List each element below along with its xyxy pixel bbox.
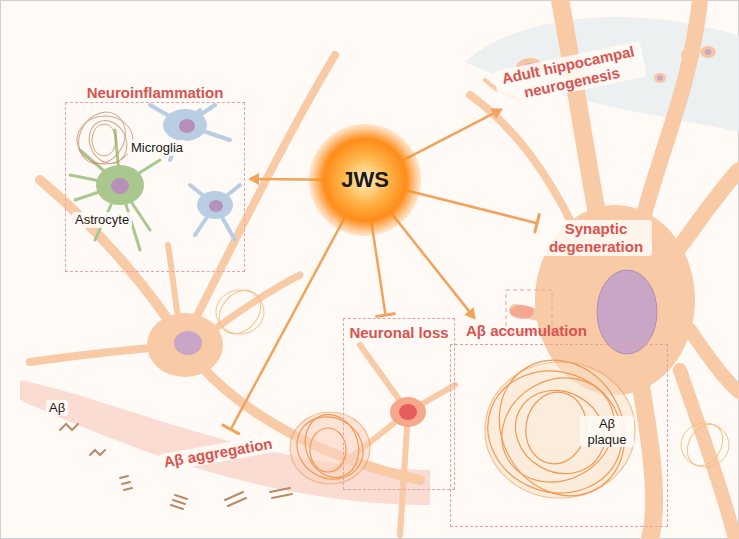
cell-label: Microglia [128,140,186,156]
dashed-border [65,102,245,272]
dashed-border [450,344,668,527]
inhibit-bar [223,425,239,434]
arrow-head [248,173,259,185]
jws-glow-circle: JWS [309,124,421,236]
inhibit-bar [535,214,539,231]
effect-label: Synaptic degeneration [540,220,652,256]
effect-heading: Aβ accumulation [450,322,668,342]
cell-label: Astrocyte [72,212,132,228]
dashed-panel: Neuroinflammation [65,84,245,272]
cell-label: Aβ plaque [580,416,634,447]
effect-heading: Neuronal loss [343,318,455,342]
connector [223,212,348,434]
effect-heading: Neuroinflammation [65,84,245,100]
dashed-border [343,318,455,490]
connector [387,208,475,319]
arrow-head [491,108,504,119]
jws-text: JWS [341,167,389,193]
connector-line [231,212,348,430]
effect-heading: Synaptic degeneration [540,220,652,256]
connector-line [400,189,537,223]
connector [400,189,539,232]
inhibit-bar [377,314,395,317]
arrow-head [464,307,476,319]
dashed-panel: Aβ accumulation [450,322,668,527]
cell-label: Aβ [46,400,68,416]
dashed-panel: Neuronal loss [343,318,455,490]
